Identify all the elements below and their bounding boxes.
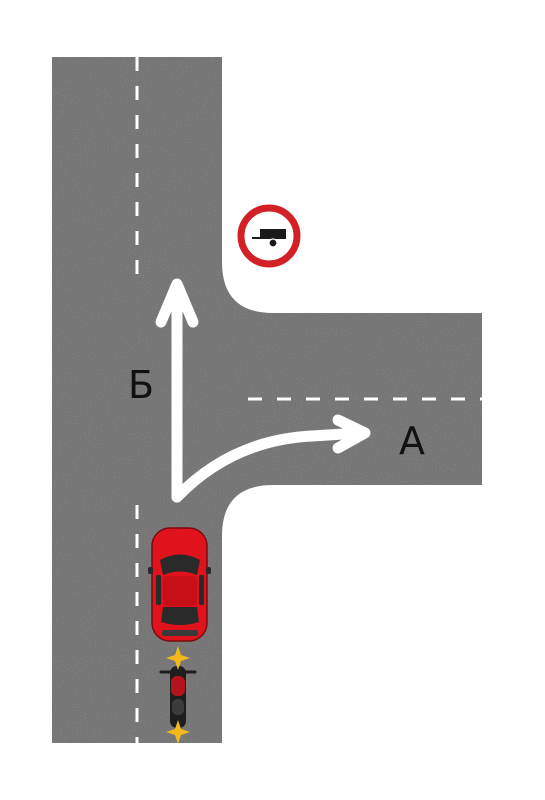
route-a-arrow — [171, 427, 366, 503]
car-rear-window — [161, 607, 199, 625]
route-arrows — [155, 278, 371, 503]
turn-signal-rear — [166, 720, 190, 744]
car-roof — [163, 576, 197, 606]
road-surface — [52, 57, 482, 743]
no-trailer-sign-icon — [237, 204, 301, 268]
car-icon — [148, 527, 211, 642]
car-rear-bumper — [162, 630, 198, 636]
route-a-label: А — [399, 419, 425, 463]
route-a-arrowhead — [332, 414, 371, 454]
car-windshield — [160, 554, 200, 575]
car-side-window-left — [156, 575, 161, 605]
motorcycle-tank — [171, 676, 185, 696]
motorcycle-icon — [159, 646, 197, 744]
car-side-window-right — [199, 575, 204, 605]
route-b-label: Б — [128, 363, 155, 407]
lane-markings — [135, 57, 482, 743]
route-b-arrowhead — [155, 278, 199, 328]
car-mirror-right — [206, 567, 211, 574]
road — [52, 57, 482, 743]
motorcycle-seat — [172, 699, 184, 715]
car-mirror-left — [148, 567, 153, 574]
turn-signal-front — [166, 646, 190, 670]
